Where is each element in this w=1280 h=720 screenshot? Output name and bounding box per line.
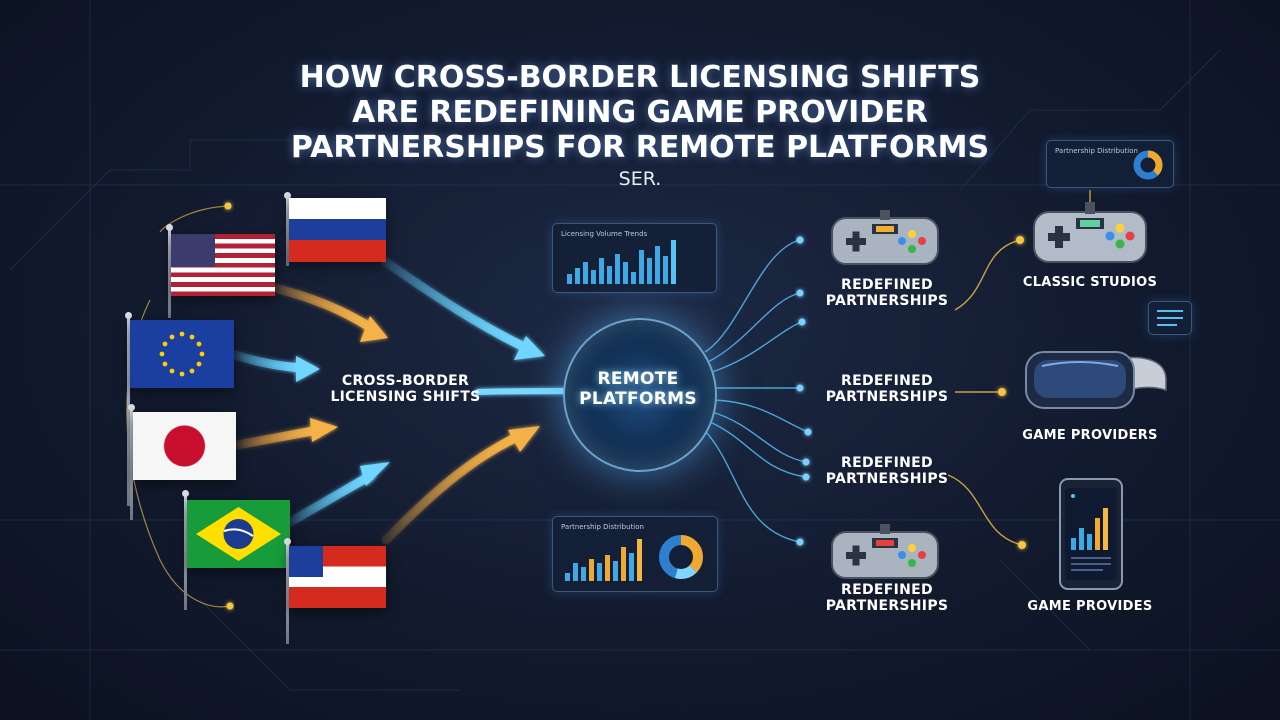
gamepad-icon bbox=[830, 522, 940, 584]
gamepad-icon bbox=[1032, 200, 1148, 268]
flag-pole-top bbox=[125, 312, 132, 319]
eu-stars-icon bbox=[159, 331, 205, 377]
game-providers-label: GAME PROVIDERS bbox=[1022, 428, 1158, 443]
page-subtitle: SER. bbox=[618, 168, 662, 190]
licensing-volume-panel: Licensing Volume Trends bbox=[552, 223, 717, 293]
classic-studios-label: CLASSIC STUDIOS bbox=[1022, 275, 1158, 290]
donut-chart-icon bbox=[1133, 150, 1163, 180]
flag-pole bbox=[130, 408, 133, 520]
list-icon bbox=[1157, 310, 1183, 326]
flag-pole-top bbox=[182, 490, 189, 497]
flag-usa bbox=[171, 234, 275, 296]
partnership-label: REDEFINED PARTNERSHIPS bbox=[825, 455, 949, 488]
gamepad-icon bbox=[830, 208, 940, 270]
flag-brazil bbox=[187, 500, 290, 568]
flag-russia bbox=[289, 198, 386, 262]
cross-border-label: CROSS-BORDER LICENSING SHIFTS bbox=[330, 373, 481, 406]
flag-pole-top bbox=[166, 224, 173, 231]
flag-japan bbox=[133, 412, 236, 480]
hub-label: REMOTE PLATFORMS bbox=[579, 369, 697, 409]
mini-bar-chart bbox=[567, 238, 676, 284]
brazil-emblem-icon bbox=[196, 507, 281, 561]
flag-pole-top bbox=[128, 404, 135, 411]
panel-title: Licensing Volume Trends bbox=[561, 230, 648, 238]
panel-title: Partnership Distribution bbox=[1055, 147, 1138, 155]
partnership-label: REDEFINED PARTNERSHIPS bbox=[825, 582, 949, 615]
flag-pole bbox=[286, 196, 289, 266]
flag-pole-top bbox=[284, 192, 291, 199]
mini-bar-chart bbox=[565, 535, 642, 581]
circuit-hub-icon bbox=[563, 318, 717, 472]
flag-pole bbox=[286, 542, 289, 644]
partnership-distribution-panel: Partnership Distribution bbox=[552, 516, 718, 592]
flag-eu bbox=[130, 320, 234, 388]
flag-pole bbox=[184, 494, 187, 610]
panel-title: Partnership Distribution bbox=[561, 523, 644, 531]
donut-chart-icon bbox=[659, 535, 703, 579]
flag-pole bbox=[127, 316, 130, 506]
flag-pole-top bbox=[284, 538, 291, 545]
flag-pole bbox=[168, 228, 171, 318]
page-title: HOW CROSS-BORDER LICENSING SHIFTS ARE RE… bbox=[290, 60, 990, 165]
game-provides-label: GAME PROVIDES bbox=[1027, 599, 1153, 614]
vr-headset-icon bbox=[1024, 338, 1170, 412]
partnership-label: REDEFINED PARTNERSHIPS bbox=[825, 373, 949, 406]
partnership-label: REDEFINED PARTNERSHIPS bbox=[825, 277, 949, 310]
list-panel-icon bbox=[1148, 301, 1192, 335]
flag-striped bbox=[289, 546, 386, 608]
partnership-distribution-panel-top: Partnership Distribution bbox=[1046, 140, 1174, 188]
smartphone-icon bbox=[1059, 478, 1123, 590]
